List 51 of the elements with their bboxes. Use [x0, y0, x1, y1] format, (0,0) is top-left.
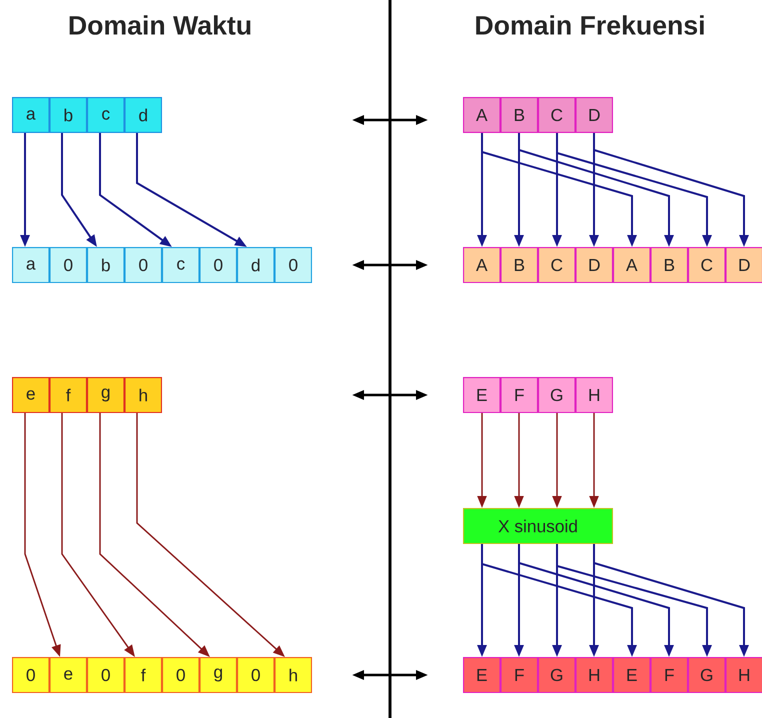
array-cell: G: [538, 657, 576, 693]
array-cell: h: [274, 657, 312, 693]
array-cell: C: [538, 97, 576, 133]
array-cell: F: [500, 377, 538, 413]
array-cell: c: [162, 247, 200, 283]
array-cell: 0: [50, 247, 87, 283]
array-cell: G: [538, 377, 576, 413]
array-cell: c: [87, 97, 124, 133]
array-cell: D: [726, 247, 762, 283]
array-cell: E: [613, 657, 650, 693]
heading: Domain Waktu: [70, 15, 250, 35]
array-cell: H: [726, 657, 762, 693]
array-cell: C: [538, 247, 576, 283]
array-cell: b: [50, 97, 87, 133]
array-cell: 0: [162, 657, 200, 693]
array-cell: E: [463, 377, 500, 413]
array-cell: H: [576, 657, 613, 693]
array-cell: H: [576, 377, 613, 413]
array-cell: a: [12, 247, 50, 283]
array-cell: f: [50, 377, 87, 413]
array-cell: 0: [200, 247, 237, 283]
array-cell: A: [463, 97, 500, 133]
array-cell: F: [500, 657, 538, 693]
array-cell: e: [12, 377, 50, 413]
array-cell: d: [237, 247, 274, 283]
array-cell: B: [500, 97, 538, 133]
array-cell: a: [12, 97, 50, 133]
array-cell: F: [650, 657, 688, 693]
heading: Domain Frekuensi: [476, 15, 704, 35]
array-cell: g: [87, 377, 124, 413]
array-cell: 0: [12, 657, 50, 693]
array-cell: 0: [274, 247, 312, 283]
array-cell: e: [50, 657, 87, 693]
array-cell: A: [463, 247, 500, 283]
array-cell: A: [613, 247, 650, 283]
array-cell: 0: [124, 247, 162, 283]
array-cell: f: [124, 657, 162, 693]
array-cell: h: [124, 377, 162, 413]
array-cell: D: [576, 97, 613, 133]
array-cell: B: [650, 247, 688, 283]
array-cell: E: [463, 657, 500, 693]
array-cell: b: [87, 247, 124, 283]
array-cell: B: [500, 247, 538, 283]
array-cell: G: [688, 657, 726, 693]
array-cell: d: [124, 97, 162, 133]
array-cell: g: [200, 657, 237, 693]
array-cell: D: [576, 247, 613, 283]
array-cell: 0: [237, 657, 274, 693]
array-cell: 0: [87, 657, 124, 693]
process-box: X sinusoid: [463, 508, 614, 544]
array-cell: C: [688, 247, 726, 283]
